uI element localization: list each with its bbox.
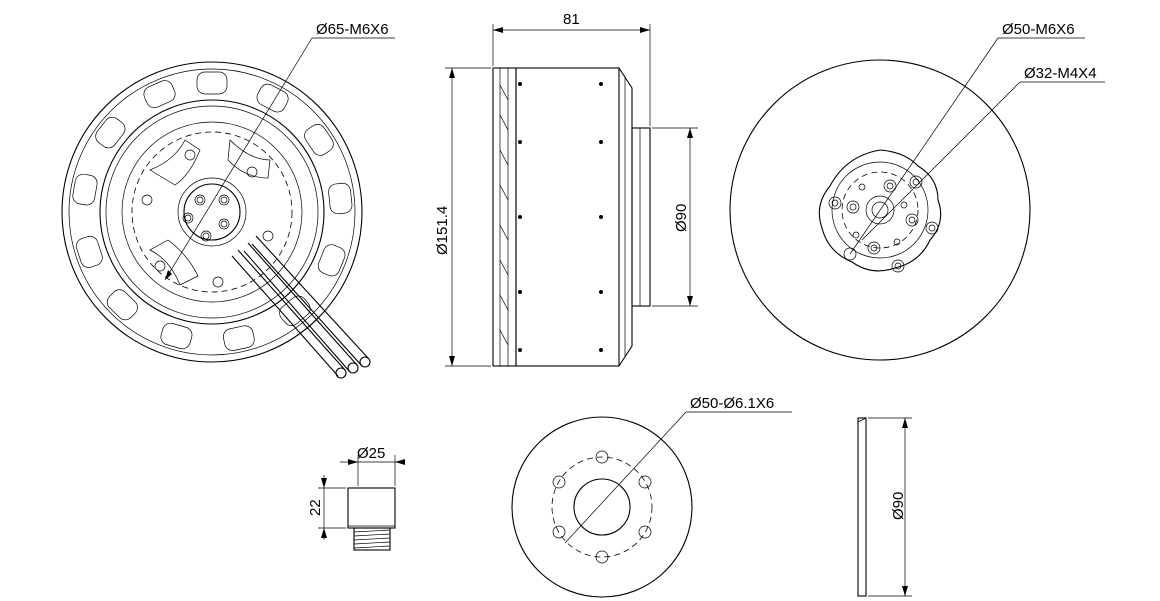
- front-view: Ø65-M6X6: [61, 21, 395, 379]
- outer-bolts: [141, 149, 274, 288]
- mount-hole-circle-label: Ø50-Ø6.1X6: [690, 395, 774, 412]
- mount-plate-front: Ø50-Ø6.1X6: [511, 395, 792, 598]
- hub-bolts: [182, 194, 230, 242]
- motor-cables: [231, 235, 371, 379]
- mount-plate-side: Ø90: [857, 417, 912, 597]
- adapter-height-label: 22: [307, 499, 324, 516]
- mount-plate-diameter-label: Ø90: [890, 492, 907, 520]
- spokes: [149, 139, 271, 286]
- rear-small-bolt-circle-label: Ø32-M4X4: [1024, 65, 1097, 82]
- mount-holes: [552, 450, 652, 564]
- housing-diameter-label: Ø90: [673, 204, 690, 232]
- length-label: 81: [563, 11, 580, 28]
- body-rivets: [518, 82, 603, 352]
- adapter-diameter-label: Ø25: [357, 445, 385, 462]
- rear-bolts: [828, 175, 939, 273]
- shaft-adapter: Ø25 22: [307, 445, 405, 551]
- side-slots: [499, 84, 509, 346]
- front-bolt-circle-label: Ø65-M6X6: [316, 21, 389, 38]
- vent-slots: [72, 71, 353, 351]
- outer-diameter-label: Ø151.4: [434, 206, 451, 255]
- rear-view: Ø50-M6X6 Ø32-M4X4: [729, 21, 1105, 361]
- rear-small-holes: [852, 183, 908, 246]
- rear-bolt-circle-label: Ø50-M6X6: [1002, 21, 1075, 38]
- side-view: 81 Ø151.4 Ø90: [434, 11, 698, 367]
